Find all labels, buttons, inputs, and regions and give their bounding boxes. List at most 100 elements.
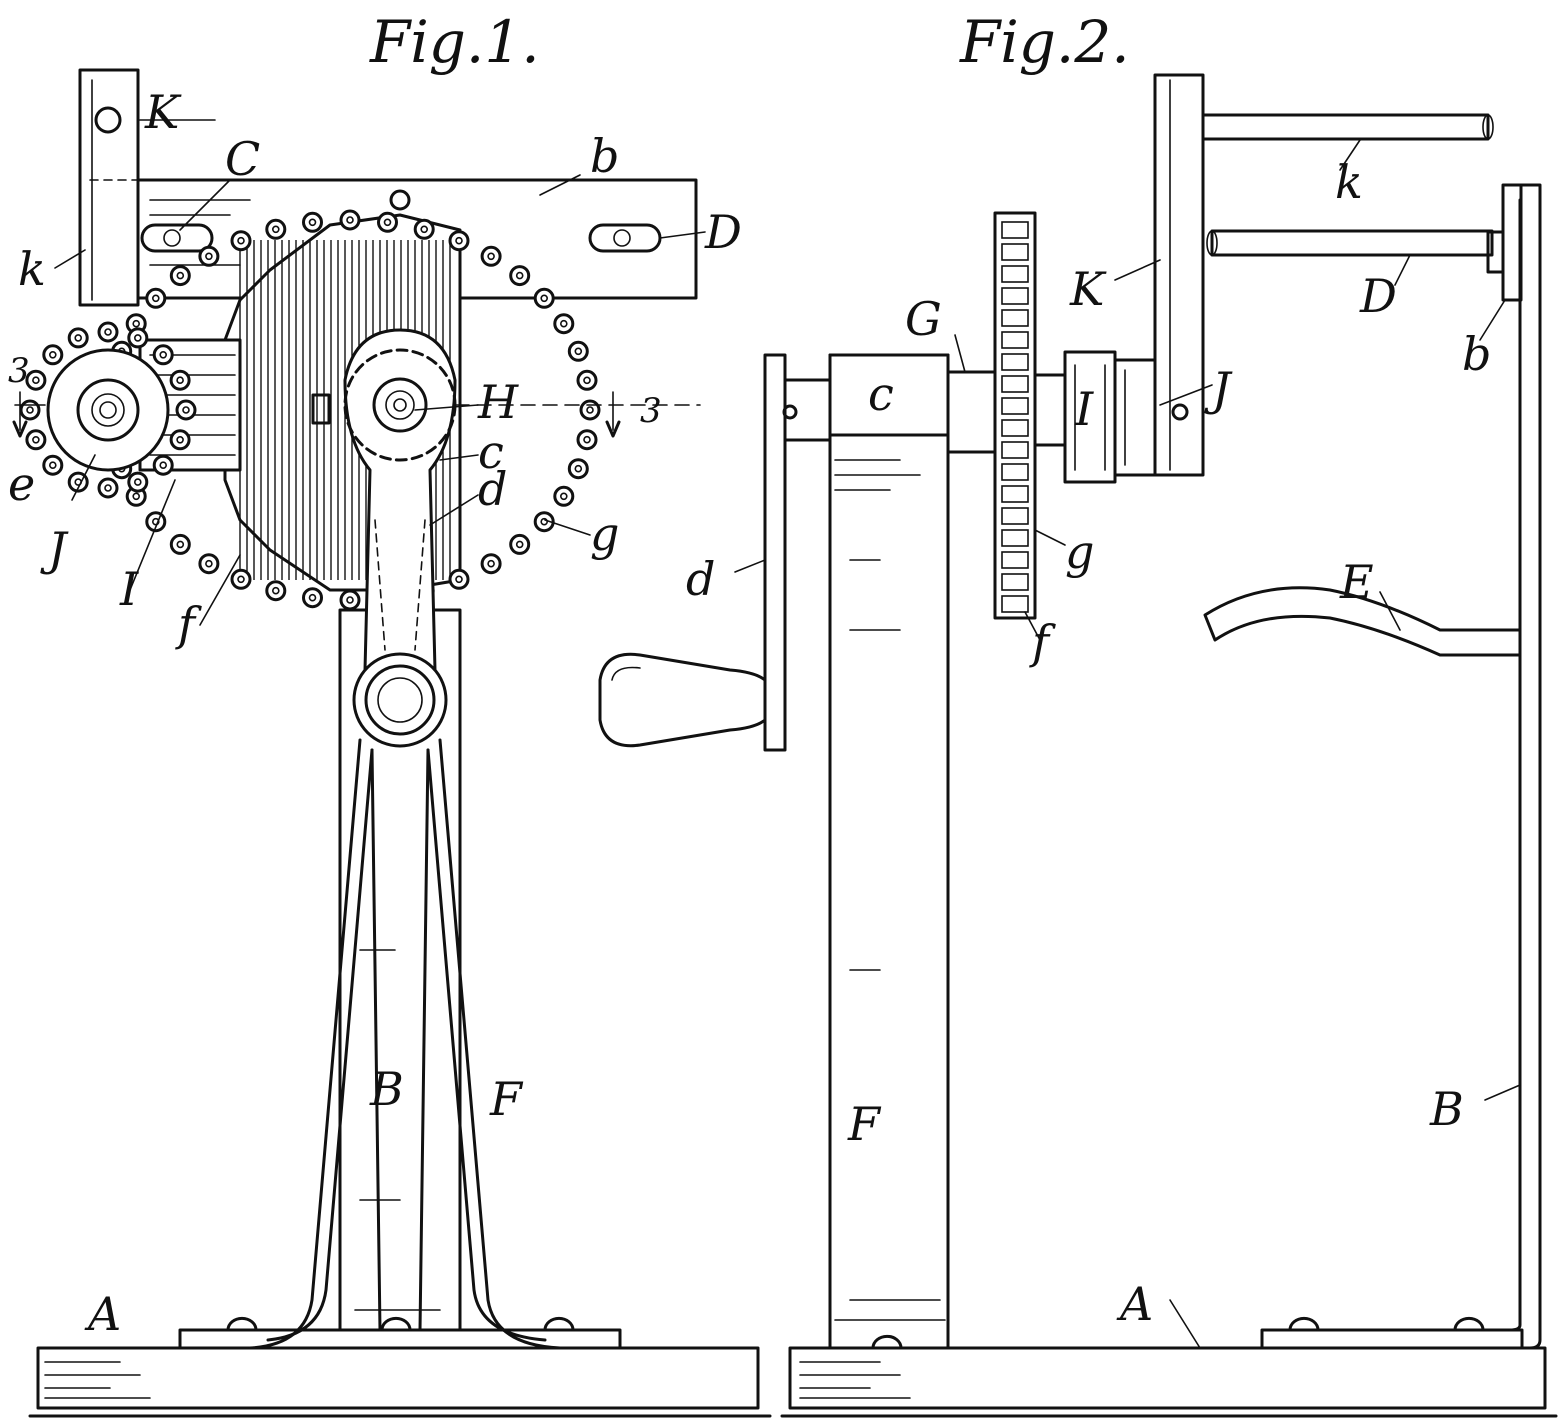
label-b: b	[590, 129, 619, 183]
chain-pin	[487, 559, 495, 568]
chain-link	[509, 265, 531, 287]
chain-pin	[48, 350, 57, 359]
chain-pin	[159, 461, 167, 470]
chain-pin	[132, 492, 140, 501]
sprocket-link	[1001, 265, 1029, 283]
chain-link	[553, 485, 575, 507]
label-f: f	[175, 597, 202, 651]
chain-link	[97, 321, 119, 343]
fig2-base	[780, 1316, 1558, 1418]
chain-pin	[455, 236, 463, 245]
sprocket-link	[1001, 529, 1029, 547]
chain-pin	[104, 484, 112, 492]
sprocket-link	[1001, 441, 1029, 459]
chain-pin	[271, 225, 280, 234]
label-A: A	[1116, 1277, 1153, 1331]
sprocket-link	[1001, 485, 1029, 503]
chain-link	[230, 230, 252, 252]
figure-2: Fig.2.	[598, 8, 1558, 1418]
chain-link	[302, 587, 323, 609]
chain-link	[533, 511, 555, 533]
fig1-title: Fig.1.	[369, 8, 540, 76]
label-J: J	[40, 522, 69, 576]
chain-pin	[574, 464, 583, 473]
fig1-chain-small	[19, 321, 197, 499]
chain-pin	[420, 225, 429, 234]
chain-pin	[237, 236, 245, 245]
chain-link	[169, 429, 191, 451]
chain-link	[567, 458, 589, 480]
chain-link	[25, 369, 47, 391]
label-A: A	[84, 1287, 121, 1341]
chain-pin	[559, 319, 568, 328]
chain-pin	[74, 334, 82, 342]
fig2-post-and-arms	[1153, 73, 1494, 477]
fig2-standard	[1203, 183, 1542, 1350]
chain-link	[97, 477, 119, 499]
sprocket-link	[1001, 243, 1029, 261]
label-c: c	[868, 367, 894, 421]
sprocket-link	[1001, 419, 1029, 437]
fig2-leaders	[734, 139, 1521, 1349]
chain-link	[127, 327, 149, 349]
label-K: K	[144, 85, 182, 139]
label-section-3-right: 3	[640, 391, 662, 431]
chain-pin	[176, 376, 184, 385]
chain-pin	[583, 376, 591, 385]
fig1-leaders	[54, 119, 706, 626]
label-H: H	[477, 375, 519, 429]
label-J: J	[1204, 362, 1233, 416]
chain-link	[480, 245, 502, 267]
sprocket-link	[1001, 595, 1029, 613]
label-d: d	[478, 462, 507, 516]
chain-pin	[176, 435, 184, 444]
label-d: d	[686, 552, 715, 606]
label-D: D	[1359, 269, 1397, 323]
sprocket-link	[1001, 463, 1029, 481]
chain-pin	[182, 406, 190, 414]
chain-link	[152, 454, 174, 476]
chain-link	[413, 218, 435, 240]
label-D: D	[704, 205, 742, 259]
label-f: f	[1029, 615, 1056, 669]
chain-pin	[152, 294, 160, 303]
chain-link	[533, 287, 555, 309]
fig1-crank	[14, 328, 701, 748]
chain-pin	[346, 596, 354, 604]
label-k: k	[18, 242, 46, 296]
chain-link	[19, 399, 41, 421]
label-g: g	[590, 507, 619, 561]
chain-pin	[159, 350, 167, 359]
chain-link	[175, 399, 197, 421]
chain-pin	[583, 435, 591, 444]
chain-pin	[308, 593, 317, 602]
fig1-base	[28, 1316, 772, 1418]
sprocket-link	[1001, 331, 1029, 349]
label-I: I	[119, 562, 139, 616]
label-F: F	[489, 1072, 524, 1126]
chain-pin	[383, 218, 392, 227]
label-b: b	[1462, 327, 1491, 381]
chain-link	[576, 429, 598, 451]
chain-link	[230, 568, 252, 590]
chain-pin	[540, 294, 549, 303]
chain-pin	[48, 461, 57, 470]
chain-link	[127, 471, 149, 493]
chain-link	[152, 344, 174, 366]
chain-pin	[515, 540, 524, 549]
label-K: K	[1069, 262, 1107, 316]
chain-pin	[574, 347, 583, 356]
label-g: g	[1065, 525, 1094, 579]
sprocket-link	[1001, 375, 1029, 393]
chain-link	[265, 218, 287, 240]
chain-link	[567, 340, 589, 362]
chain-pin	[515, 271, 524, 280]
label-B: B	[1429, 1082, 1464, 1136]
chain-pin	[176, 271, 185, 280]
fig1-standard	[248, 608, 562, 1350]
chain-link	[198, 553, 220, 575]
chain-link	[169, 265, 191, 287]
chain-link	[553, 313, 575, 335]
label-E: E	[1339, 555, 1374, 609]
